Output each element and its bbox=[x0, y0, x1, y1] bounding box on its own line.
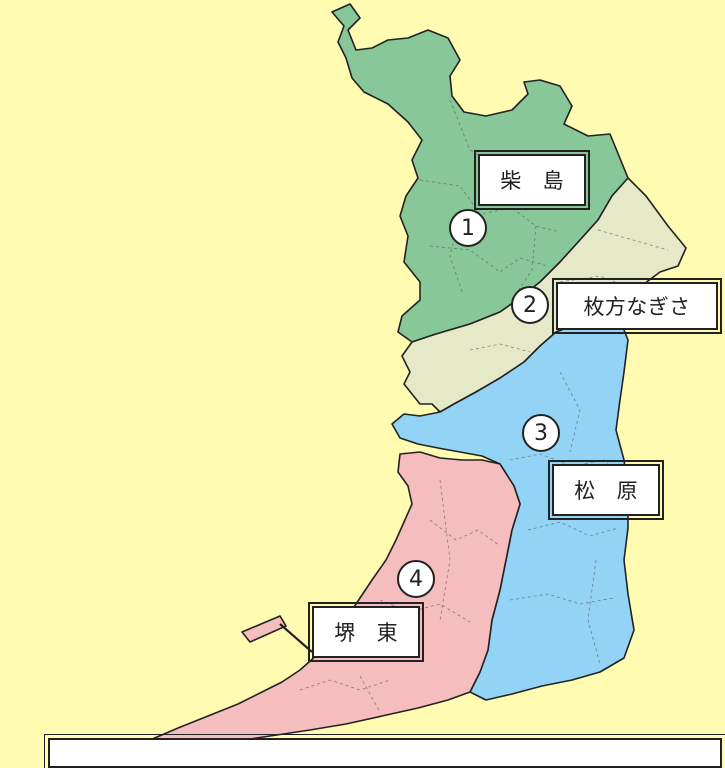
region-label-2: 枚方なぎさ bbox=[552, 278, 722, 334]
region-label-3: 松 原 bbox=[548, 460, 664, 520]
leader-line bbox=[279, 623, 313, 653]
region-label-1: 柴 島 bbox=[474, 150, 590, 210]
region-4-area[interactable] bbox=[139, 451, 521, 757]
region-number-2: 2 bbox=[511, 286, 549, 324]
region-number-4: 4 bbox=[397, 560, 435, 598]
bottom-info-box bbox=[44, 734, 725, 768]
harbor-pier bbox=[241, 615, 287, 643]
region-label-4: 堺 東 bbox=[308, 602, 424, 662]
region-number-3: 3 bbox=[522, 414, 560, 452]
region-number-1: 1 bbox=[449, 209, 487, 247]
